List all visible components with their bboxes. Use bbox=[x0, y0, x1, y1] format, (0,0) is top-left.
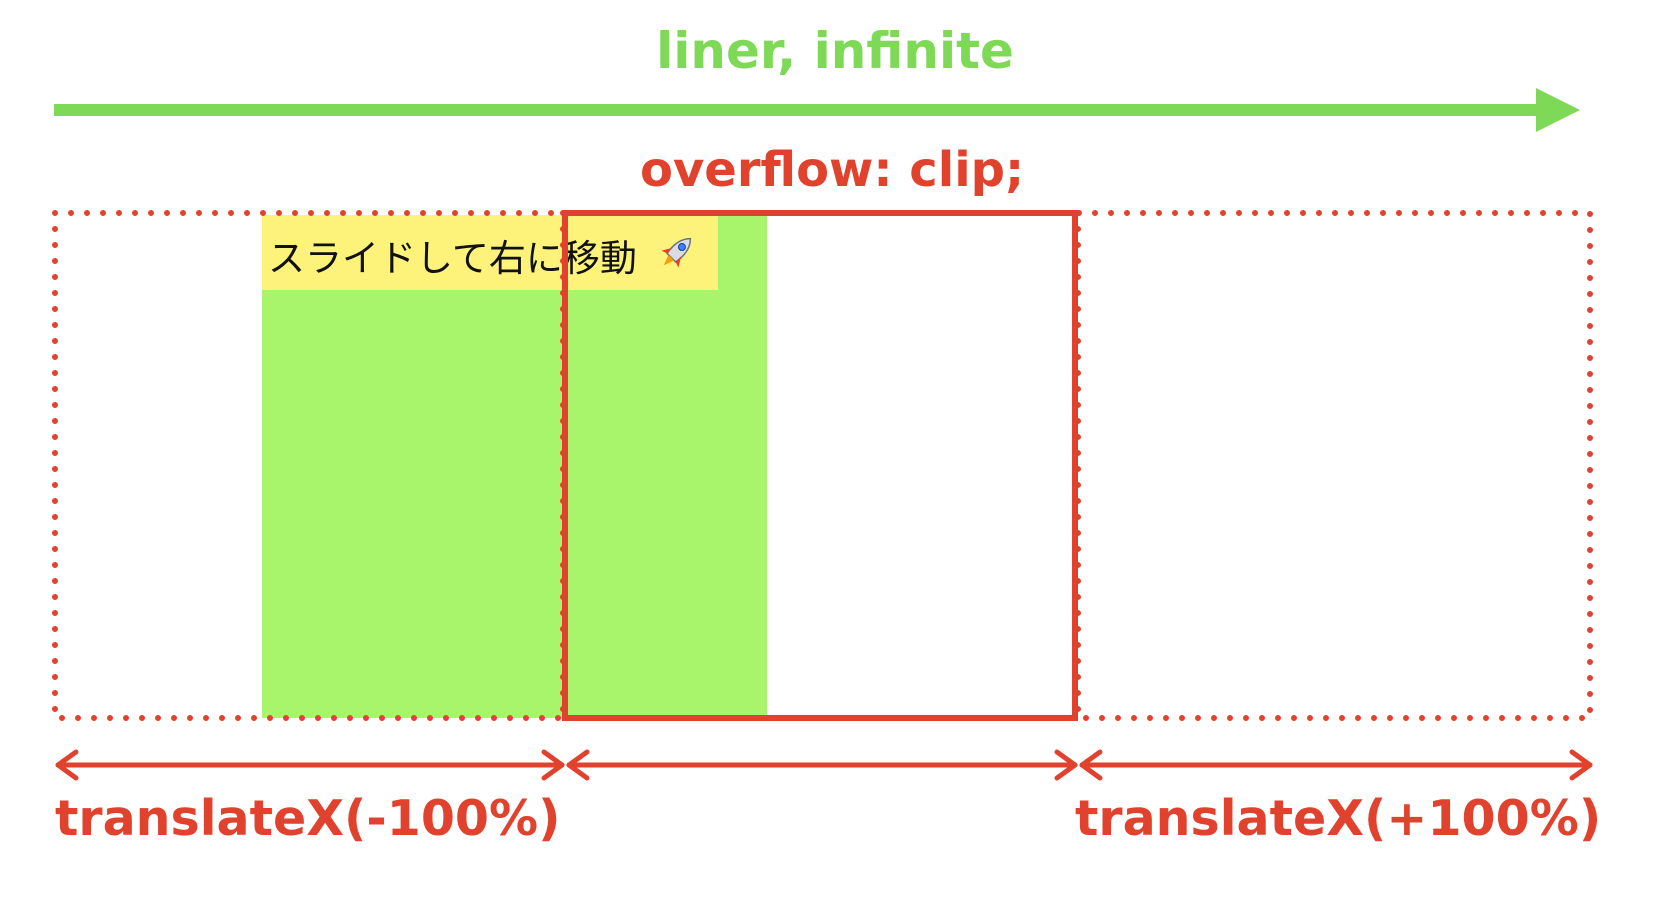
measure-arrow-right bbox=[1079, 749, 1593, 781]
slide-green-block bbox=[262, 215, 767, 718]
slide-text: スライドして右に移動 bbox=[268, 237, 637, 280]
rocket-icon bbox=[661, 237, 692, 268]
measure-arrow-middle bbox=[566, 749, 1078, 781]
dotted-track-frame bbox=[52, 210, 1593, 721]
measure-arrow-left bbox=[55, 749, 565, 781]
translate-left-label: translateX(-100%) bbox=[55, 790, 561, 847]
slide-yellow-bar bbox=[262, 215, 718, 290]
translate-right-label: translateX(+100%) bbox=[1075, 790, 1602, 847]
overflow-clip-label: overflow: clip; bbox=[640, 142, 1025, 198]
clip-frame bbox=[562, 210, 1078, 721]
direction-arrow-head bbox=[1536, 88, 1580, 132]
animation-title: liner, infinite bbox=[656, 22, 1014, 80]
